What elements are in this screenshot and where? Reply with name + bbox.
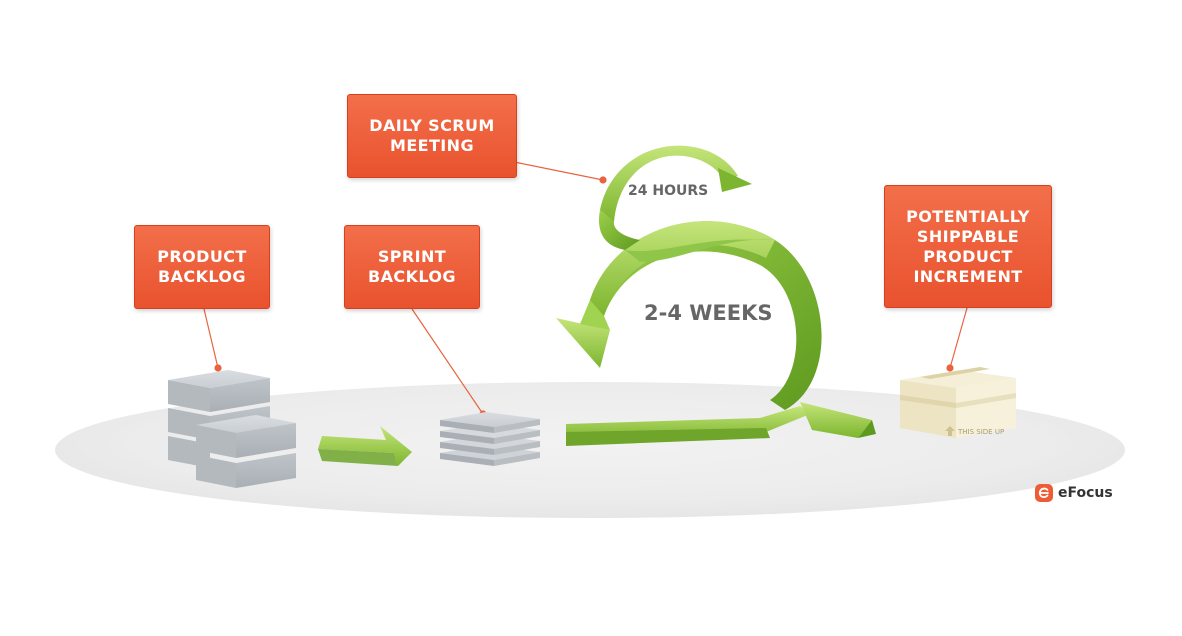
connector-sprint (411, 308, 484, 415)
connector-daily-dot (599, 176, 607, 184)
increment-line-1: POTENTIALLY (906, 206, 1030, 226)
sprint-backlog-label: SPRINT BACKLOG (344, 225, 480, 309)
box-marking-text: THIS SIDE UP (958, 428, 1005, 436)
increment-label: POTENTIALLY SHIPPABLE PRODUCT INCREMENT (884, 185, 1052, 308)
backlog-to-sprint-arrow (318, 426, 412, 466)
daily-scrum-label: DAILY SCRUM MEETING (347, 94, 517, 178)
product-backlog-stack (168, 370, 296, 488)
connector-increment-dot (946, 364, 954, 372)
sprint-backlog-line-2: BACKLOG (368, 267, 456, 286)
connector-product-dot (214, 364, 222, 372)
floor-ellipse (55, 382, 1125, 518)
brand-name: eFocus (1058, 485, 1113, 501)
sprint-backlog-line-1: SPRINT (377, 247, 447, 266)
increment-line-4: INCREMENT (913, 266, 1023, 286)
shippable-box (900, 367, 1016, 438)
daily-cycle-text: 24 HOURS (628, 183, 709, 199)
increment-line-3: PRODUCT (923, 246, 1013, 266)
product-backlog-label: PRODUCT BACKLOG (134, 225, 270, 309)
connector-increment (949, 307, 968, 369)
efocus-logo-icon (1035, 484, 1053, 502)
product-backlog-line-1: PRODUCT (157, 247, 247, 266)
arrow-up-icon (945, 426, 955, 436)
daily-loop-arrow (599, 145, 775, 262)
brand-logo: eFocus (1034, 483, 1113, 503)
connector-product (203, 308, 219, 369)
sprint-backlog-stack (440, 412, 540, 466)
daily-scrum-line-2: MEETING (390, 136, 474, 155)
daily-scrum-line-1: DAILY SCRUM (369, 116, 495, 135)
product-backlog-line-2: BACKLOG (158, 267, 246, 286)
sprint-cycle-text: 2-4 WEEKS (644, 301, 773, 325)
sprint-loop-arrow (556, 221, 876, 446)
increment-line-2: SHIPPABLE (916, 226, 1020, 246)
